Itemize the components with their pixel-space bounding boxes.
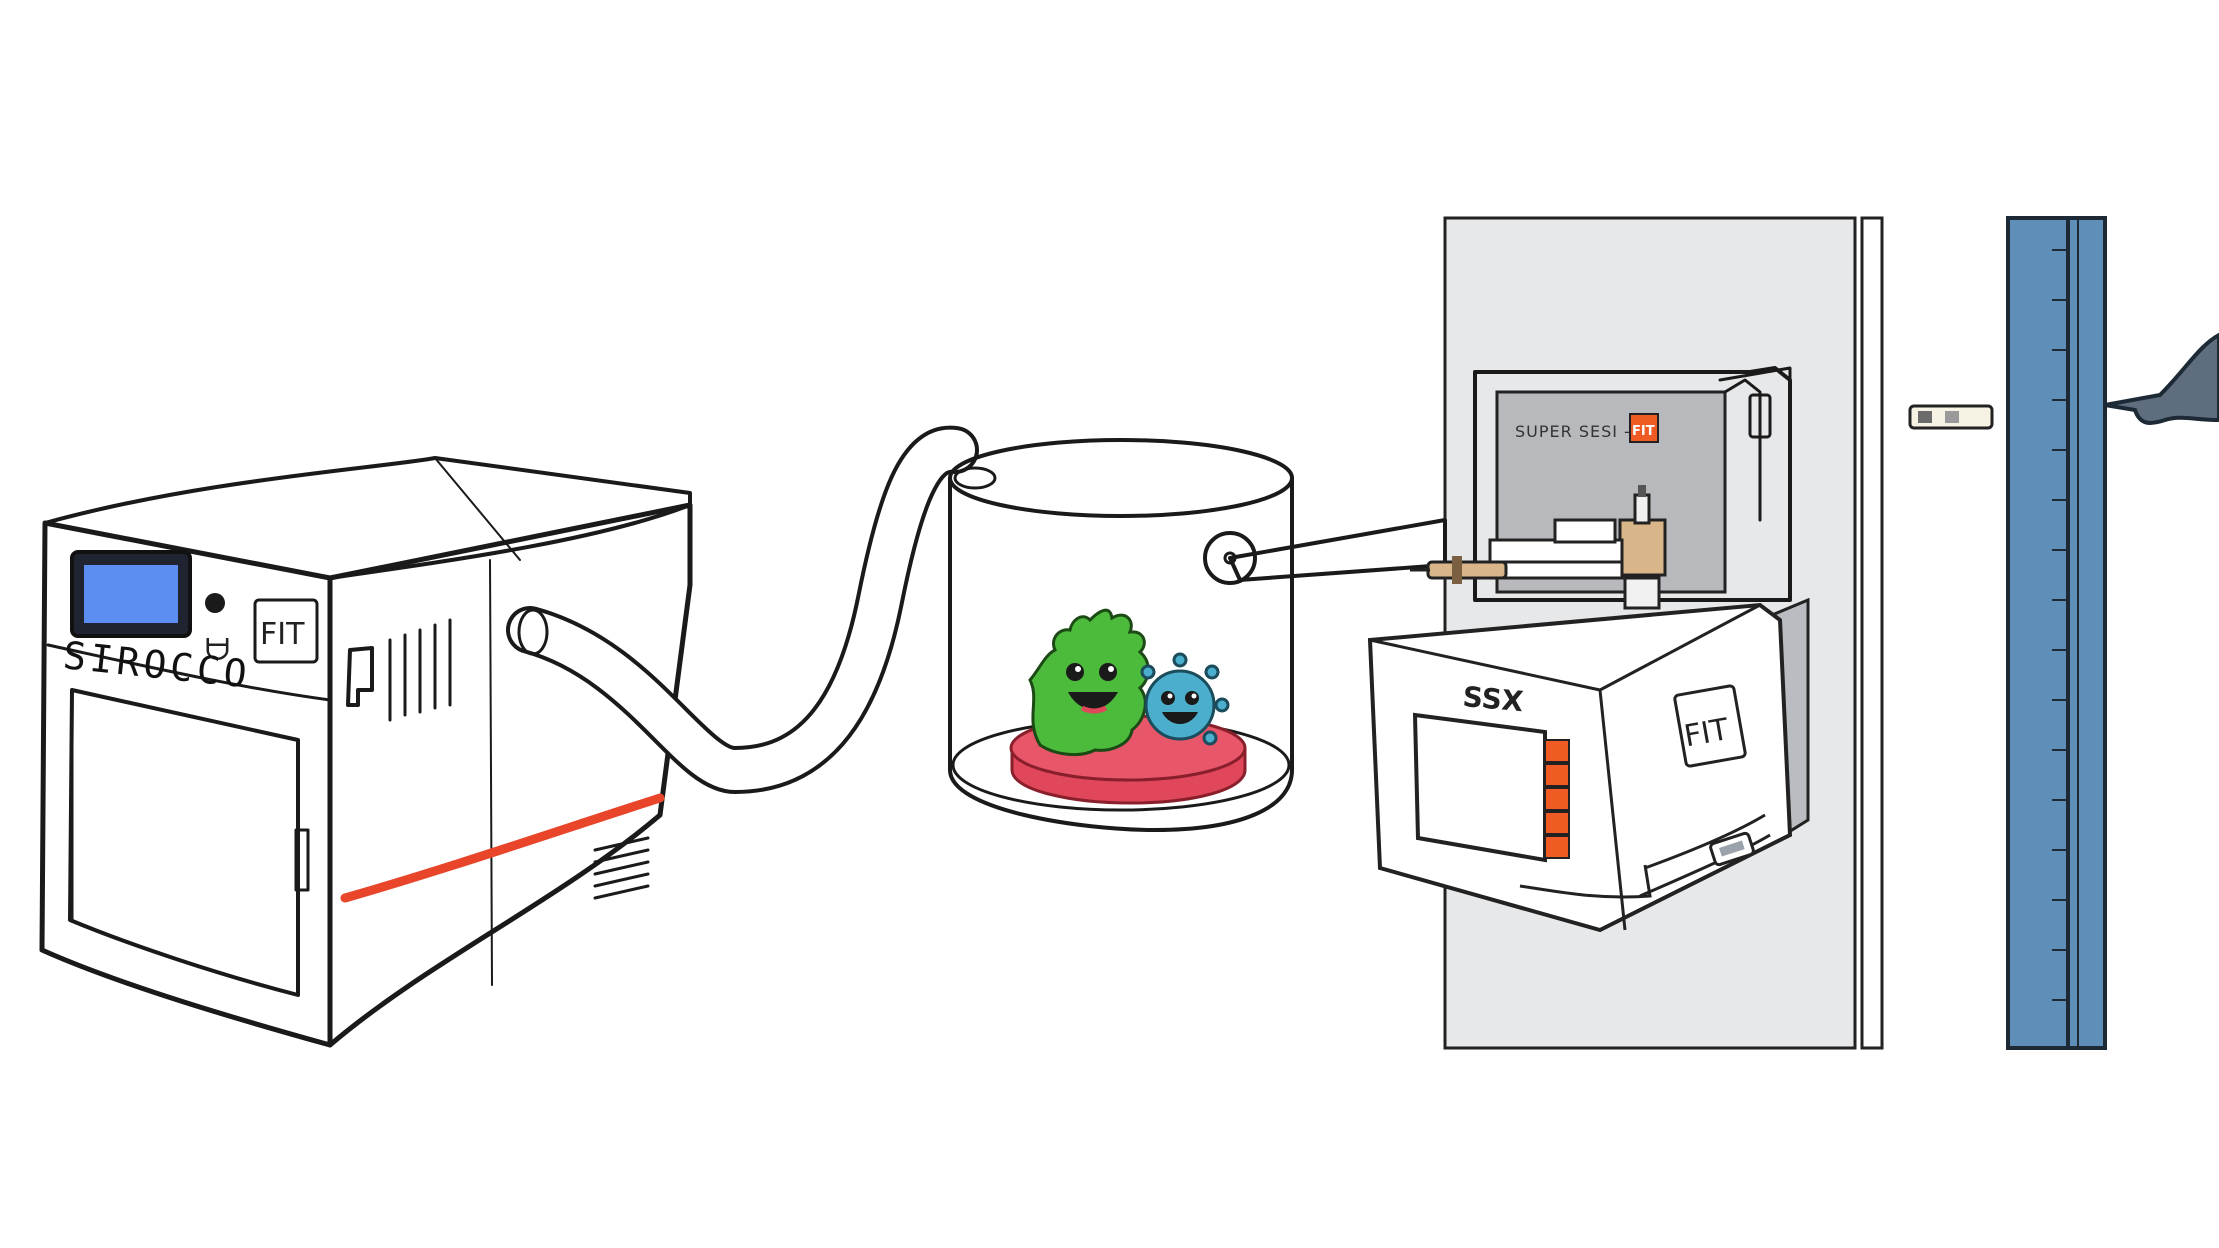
ms-inlet-column — [1908, 216, 2219, 1050]
ssx-label: SSX — [1461, 680, 1525, 718]
green-microbe-icon — [1028, 608, 1150, 757]
ssx-unit: SSX FIT — [1367, 597, 1810, 933]
super-sesi-label: SUPER SESI - X — [1515, 422, 1649, 441]
teal-microbe-icon — [1140, 652, 1230, 746]
sample-chamber — [948, 438, 1294, 832]
transfer-tube-2 — [1203, 518, 1447, 585]
sirocco-knob-label: ᗨ — [205, 633, 230, 668]
sirocco-instrument: ᗨ SIROCCO FIT — [39, 456, 693, 1048]
transfer-tube-1 — [506, 425, 979, 795]
super-sesi-brand-logo: FIT — [1632, 424, 1655, 439]
ssx-button-column — [1544, 739, 1570, 859]
ssx-brand-logo: FIT — [1682, 712, 1732, 754]
super-sesi-source: SUPER SESI - X FIT — [1410, 366, 1792, 610]
sirocco-brand-logo: FIT — [260, 617, 305, 652]
